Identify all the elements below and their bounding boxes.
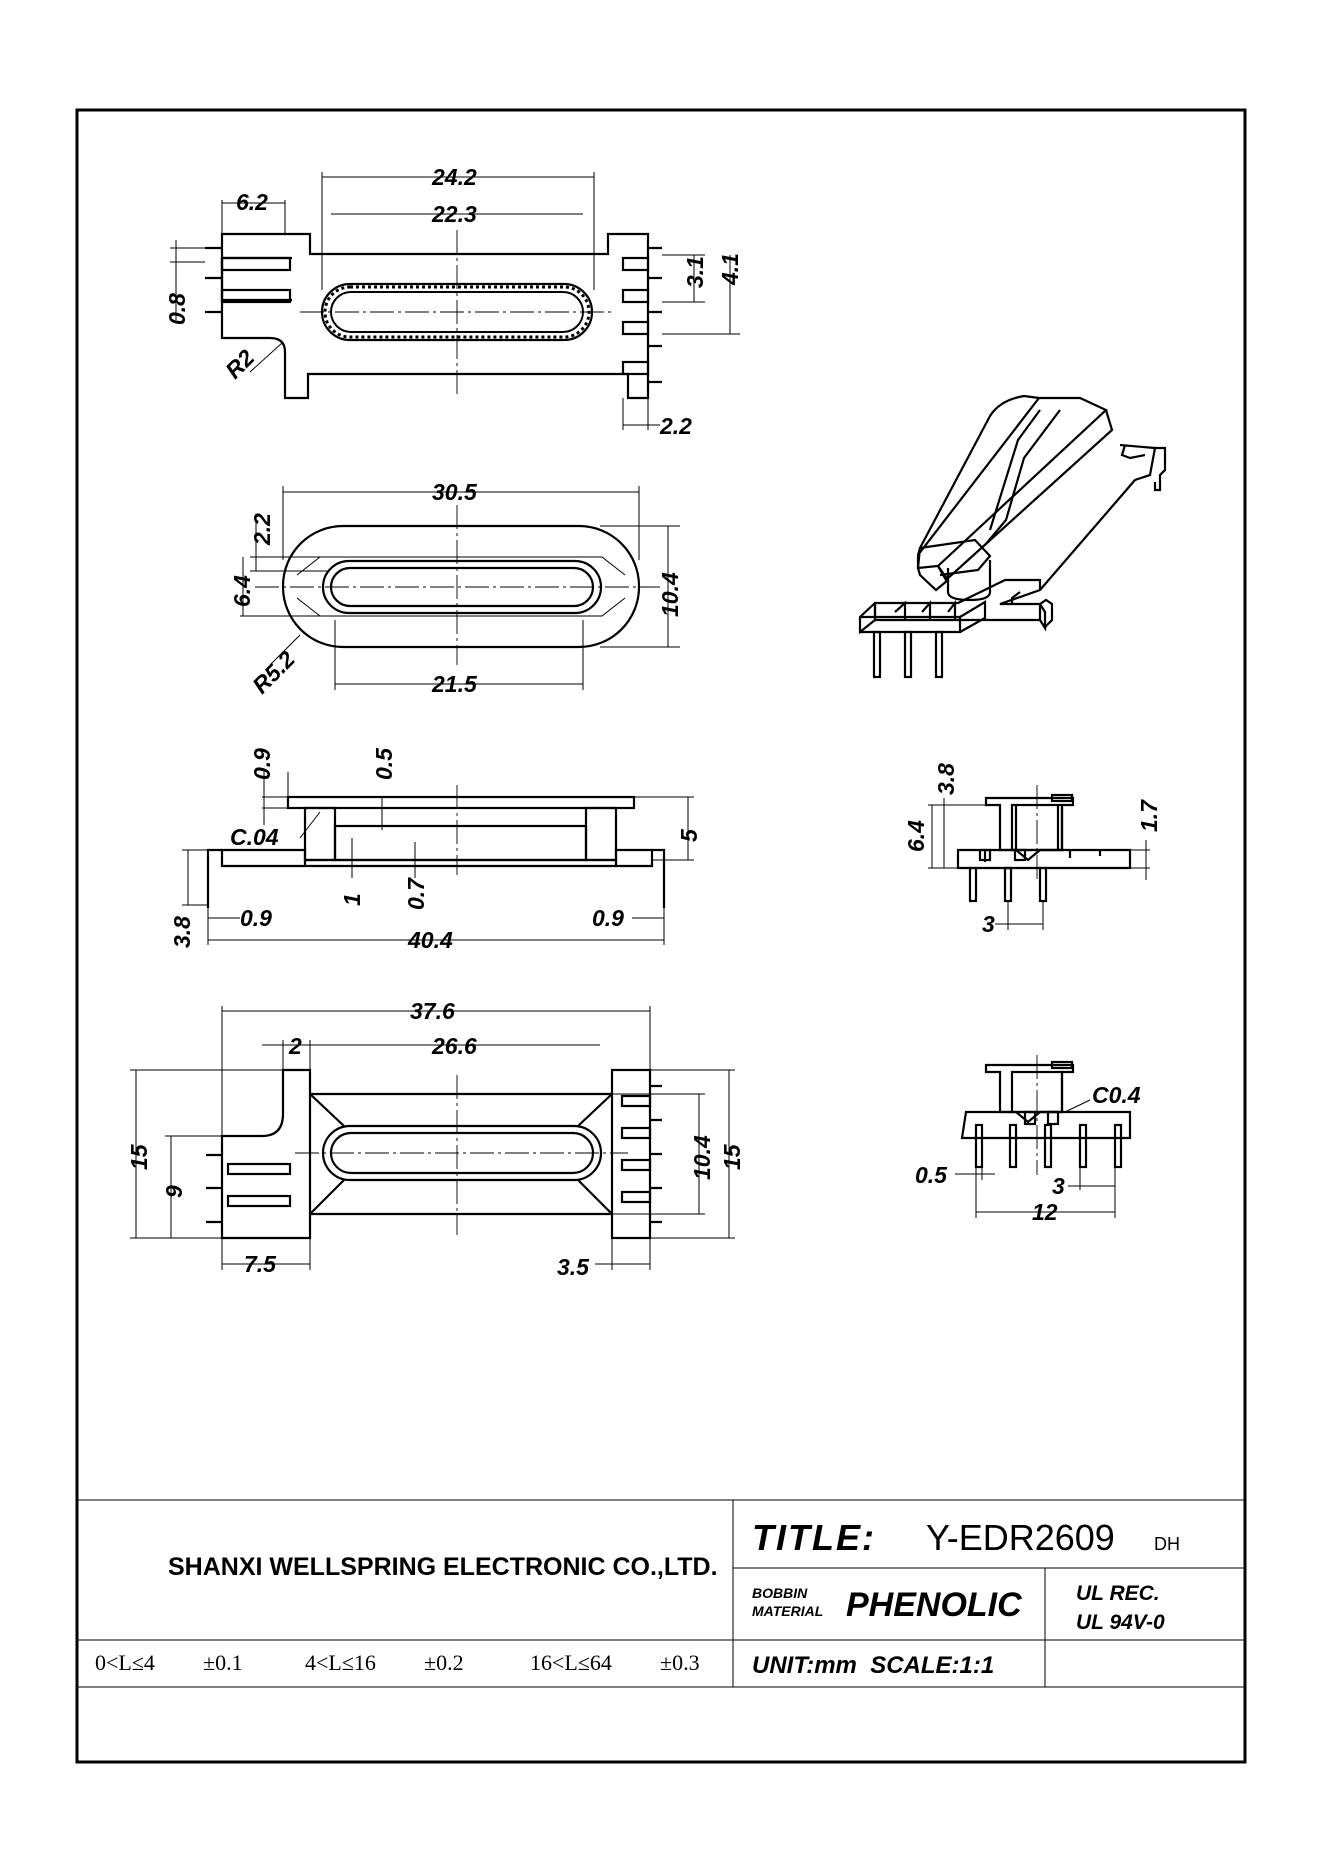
dim-0-9-front-left: 0.9 (240, 905, 272, 931)
dim-6-4-side: 6.4 (903, 820, 929, 852)
front-view: 0.9 0.5 C.04 5 1 0.7 3.8 0.9 0.9 40.4 (169, 747, 702, 953)
drafter-initials: DH (1154, 1534, 1180, 1554)
bobbin-label: BOBBIN (752, 1585, 808, 1601)
dim-0-5-end: 0.5 (915, 1162, 948, 1188)
dim-40-4: 40.4 (407, 927, 453, 953)
side-view: 3.8 6.4 1.7 3 (903, 763, 1162, 937)
dim-2-2-flange: 2.2 (249, 513, 275, 546)
dim-0-9-front-right: 0.9 (592, 905, 624, 931)
dim-5-front: 5 (676, 828, 702, 842)
dim-c04: C.04 (230, 824, 279, 850)
tolerance-range-2: 4<L≤16 (305, 1650, 376, 1675)
dim-10-4-bottom: 10.4 (689, 1135, 715, 1180)
part-number: Y-EDR2609 (926, 1517, 1115, 1558)
dim-c0-4: C0.4 (1092, 1082, 1141, 1108)
dim-22-3: 22.3 (431, 201, 477, 227)
dim-0-8: 0.8 (164, 293, 190, 325)
tolerance-value-3: ±0.3 (660, 1650, 700, 1675)
tolerance-value-1: ±0.1 (203, 1650, 243, 1675)
dim-2-bottom: 2 (288, 1033, 302, 1059)
dim-21-5: 21.5 (431, 671, 478, 697)
dim-12: 12 (1032, 1199, 1058, 1225)
material-label: MATERIAL (752, 1603, 823, 1619)
dim-3-8-front: 3.8 (169, 916, 195, 948)
tolerance-value-2: ±0.2 (424, 1650, 464, 1675)
dim-3-8-side: 3.8 (933, 763, 959, 795)
dim-15-left: 15 (126, 1143, 152, 1170)
dim-24-2: 24.2 (431, 164, 477, 190)
end-view: C0.4 0.5 3 12 (915, 1055, 1141, 1225)
dim-6-4-flange: 6.4 (229, 575, 255, 607)
title-block: SHANXI WELLSPRING ELECTRONIC CO.,LTD. TI… (77, 1499, 1245, 1688)
dim-2-2-top: 2.2 (659, 413, 692, 439)
company-name: SHANXI WELLSPRING ELECTRONIC CO.,LTD. (168, 1553, 718, 1581)
unit-scale: UNIT:mm SCALE:1:1 (752, 1652, 994, 1679)
top-view: 24.2 22.3 6.2 0.8 R2 3.1 4.1 2.2 (164, 164, 743, 439)
dim-3-side: 3 (982, 911, 995, 937)
title-label: TITLE: (752, 1517, 876, 1558)
isometric-view (858, 394, 1167, 679)
dim-7-5: 7.5 (244, 1251, 277, 1277)
dim-0-5-front: 0.5 (371, 747, 397, 780)
dim-3-end: 3 (1052, 1173, 1065, 1199)
flange-view: 30.5 2.2 6.4 10.4 R5.2 21.5 (229, 479, 683, 699)
dim-r5-2: R5.2 (247, 646, 300, 699)
material-value: PHENOLIC (846, 1586, 1022, 1624)
bottom-view: 37.6 2 26.6 15 9 10.4 15 7.5 3.5 (126, 998, 745, 1280)
dim-0-9-front-top: 0.9 (249, 748, 275, 780)
ul-rec: UL REC. (1076, 1582, 1160, 1605)
dim-3-1: 3.1 (682, 256, 708, 288)
tolerance-range-1: 0<L≤4 (95, 1650, 155, 1675)
sheet-border (75, 108, 1247, 1764)
dim-26-6: 26.6 (431, 1033, 477, 1059)
dim-6-2: 6.2 (236, 189, 268, 215)
dim-37-6: 37.6 (410, 998, 455, 1024)
dim-1-front: 1 (339, 893, 365, 906)
dim-30-5: 30.5 (432, 479, 478, 505)
dim-10-4-flange: 10.4 (657, 572, 683, 617)
ul-grade: UL 94V-0 (1076, 1611, 1165, 1634)
tolerance-range-3: 16<L≤64 (530, 1650, 612, 1675)
dim-0-7-front: 0.7 (403, 877, 429, 910)
dim-9: 9 (161, 1185, 187, 1198)
dim-1-7-side: 1.7 (1136, 799, 1162, 832)
dim-4-1: 4.1 (717, 253, 743, 286)
dim-15-right: 15 (719, 1143, 745, 1170)
dim-3-5: 3.5 (557, 1254, 590, 1280)
dim-r2: R2 (220, 344, 259, 383)
